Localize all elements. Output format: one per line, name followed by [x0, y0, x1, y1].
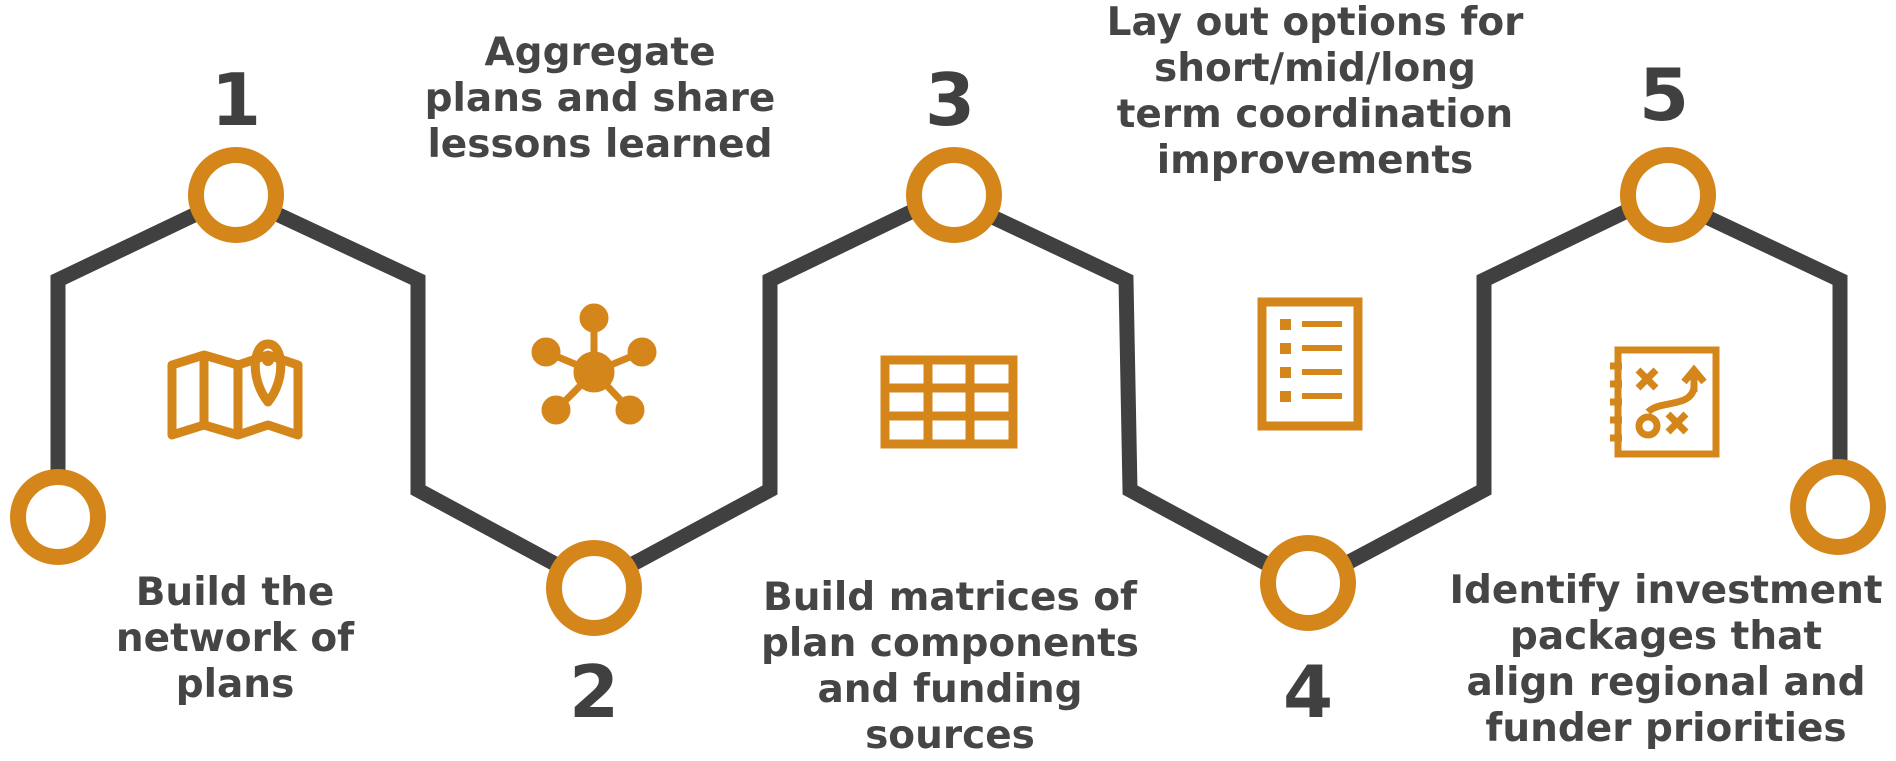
step-label-3-line-3: and funding	[817, 667, 1083, 712]
step-label-1-line-1: Build the	[135, 570, 335, 615]
step-number-2: 2	[568, 650, 620, 734]
node-circle-start	[10, 469, 106, 565]
node-circle-4	[1260, 535, 1356, 631]
step-label-4-line-2: short/mid/long	[1154, 46, 1476, 91]
step-label-3-line-2: plan components	[760, 621, 1140, 666]
step-label-2-line-3: lessons learned	[427, 122, 773, 167]
step-number-4: 4	[1282, 650, 1334, 734]
step-label-3-line-4: sources	[865, 713, 1035, 758]
step-label-4-line-1: Lay out options for	[1106, 0, 1524, 45]
step-number-5: 5	[1638, 53, 1690, 137]
checklist-icon	[1257, 297, 1363, 431]
node-circle-1	[188, 147, 284, 243]
step-label-5-line-4: funder priorities	[1485, 706, 1847, 751]
step-number-1: 1	[210, 58, 262, 142]
step-label-2-line-2: plans and share	[424, 76, 776, 121]
step-label-1: Build the network of plans	[90, 570, 380, 708]
step-label-1-line-3: plans	[175, 662, 295, 707]
step-label-2: Aggregate plans and share lessons learne…	[410, 30, 790, 168]
step-label-5: Identify investment packages that align …	[1446, 568, 1886, 752]
strategy-playbook-icon	[1610, 346, 1720, 458]
step-label-1-line-2: network of	[115, 616, 355, 661]
step-number-3: 3	[924, 58, 976, 142]
step-label-4-line-4: improvements	[1156, 138, 1474, 183]
step-label-4: Lay out options for short/mid/long term …	[1100, 0, 1530, 184]
step-label-5-line-1: Identify investment	[1449, 568, 1883, 613]
table-grid-icon	[880, 355, 1018, 449]
node-circle-3	[906, 147, 1002, 243]
step-label-3-line-1: Build matrices of	[762, 575, 1138, 620]
step-label-5-line-2: packages that	[1509, 614, 1823, 659]
map-pin-icon	[167, 339, 303, 440]
node-circle-5	[1620, 147, 1716, 243]
step-label-2-line-1: Aggregate	[484, 30, 716, 75]
step-label-5-line-3: align regional and	[1466, 660, 1866, 705]
node-circle-end	[1790, 459, 1886, 555]
node-circle-2	[546, 540, 642, 636]
network-hub-icon	[531, 303, 657, 425]
step-label-4-line-3: term coordination	[1116, 92, 1514, 137]
step-label-3: Build matrices of plan components and fu…	[735, 575, 1165, 759]
